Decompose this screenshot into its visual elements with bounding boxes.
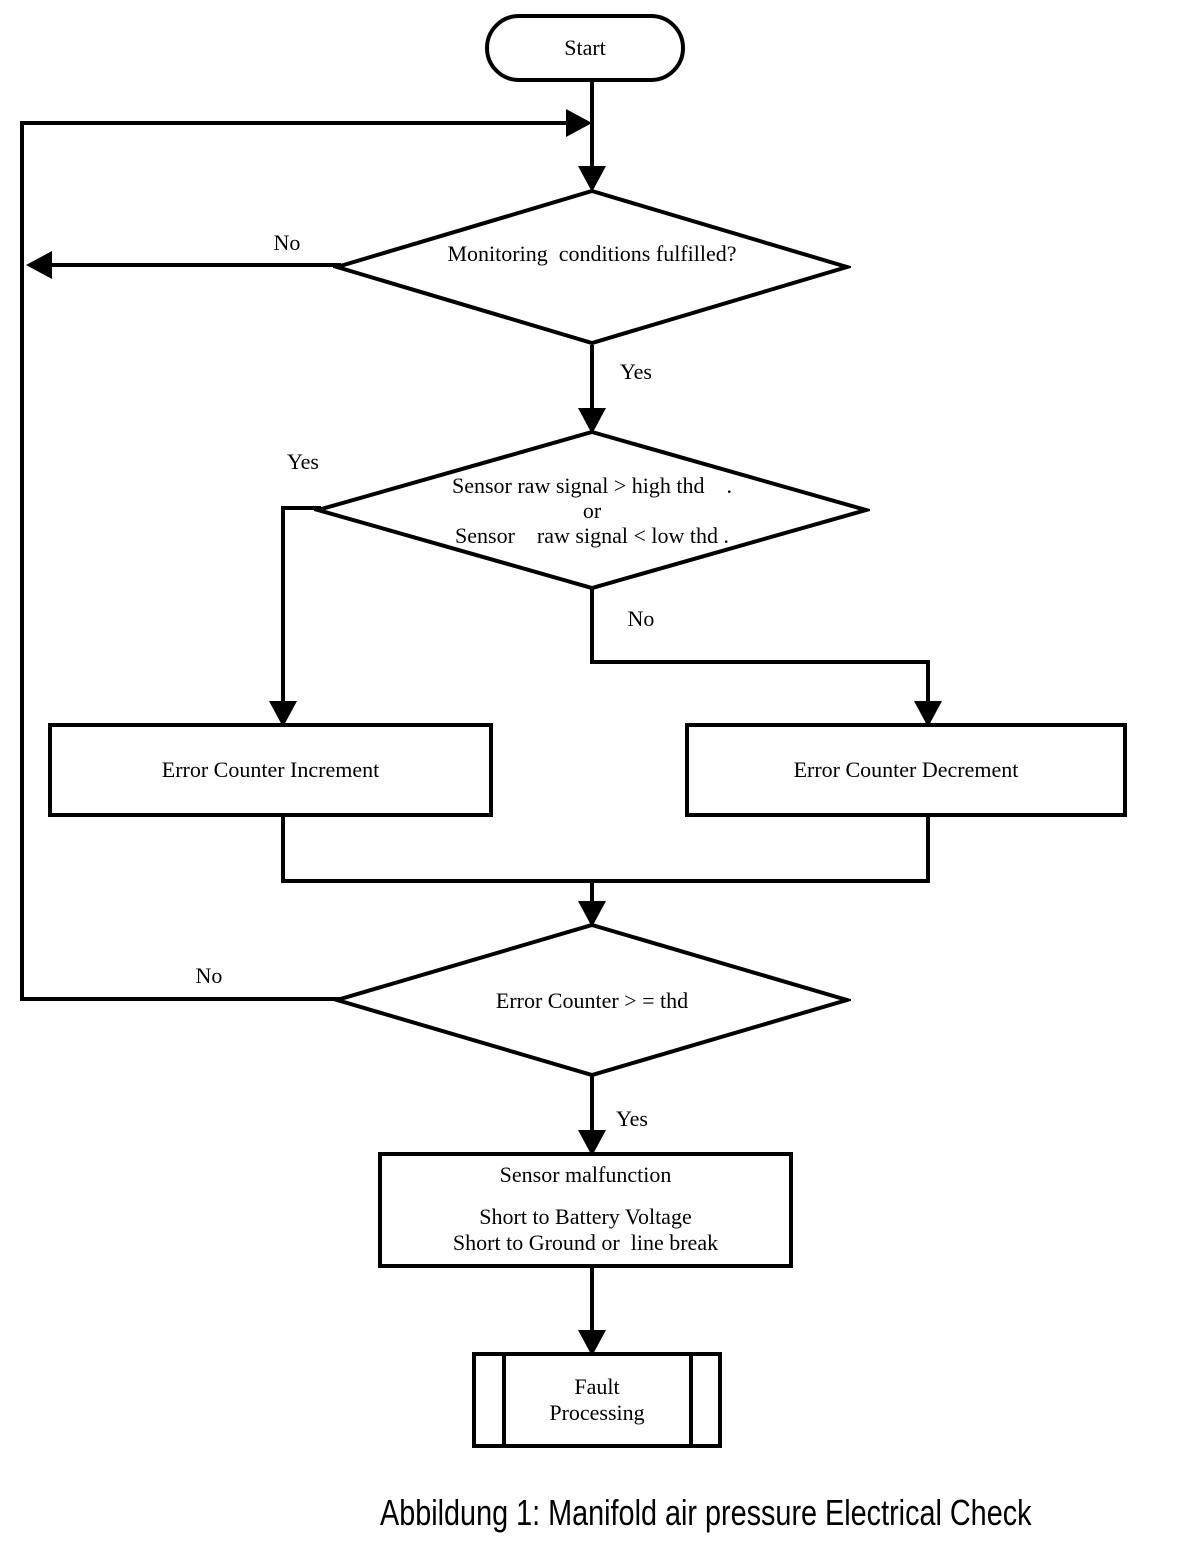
connector-start-to-monitoring (590, 82, 594, 168)
decision-signal-label: Sensor raw signal > high thd . or Sensor… (314, 428, 870, 592)
decision-signal-diamond (314, 429, 870, 591)
sensor-malfunction-line2: Short to Battery Voltage (479, 1204, 692, 1229)
arrowhead-down-icon (578, 901, 606, 927)
connector-monitoring-no (48, 263, 341, 267)
start-label: Start (564, 35, 606, 60)
connector-signal-no-h (590, 660, 930, 664)
connector-signal-no-v1 (590, 588, 594, 664)
connector-counter-yes (590, 1075, 594, 1133)
start-node: Start (485, 14, 685, 82)
connector-malfunction-to-fault (590, 1268, 594, 1330)
decision-signal-line2: or (582, 497, 602, 523)
arrowhead-right-icon (566, 109, 592, 137)
arrowhead-down-icon (578, 1330, 606, 1356)
connector-merge-down (590, 879, 594, 903)
predefined-process-fault-processing: Fault Processing (472, 1352, 722, 1448)
connector-signal-yes-v (281, 506, 285, 705)
arrowhead-down-icon (578, 1130, 606, 1156)
process-error-counter-increment: Error Counter Increment (48, 723, 493, 817)
decision-error-counter-diamond (333, 922, 851, 1078)
connector-merge-left (281, 817, 285, 883)
process-sensor-malfunction: Sensor malfunction Short to Battery Volt… (378, 1152, 793, 1268)
arrowhead-down-icon (914, 701, 942, 727)
figure-caption: Abbildung 1: Manifold air pressure Elect… (380, 1492, 1032, 1533)
predefined-process-right-bar (689, 1356, 693, 1444)
edge-label-monitoring-yes: Yes (619, 359, 652, 384)
arrowhead-left-icon (26, 251, 52, 279)
fault-processing-line1: Fault (574, 1374, 620, 1399)
decision-signal-line3: Sensor raw signal < low thd . (455, 522, 729, 548)
process-error-counter-decrement-label: Error Counter Decrement (793, 757, 1019, 782)
decision-signal-line1: Sensor raw signal > high thd . (451, 472, 733, 498)
arrowhead-down-icon (578, 166, 606, 192)
decision-monitoring-diamond (333, 188, 851, 346)
connector-monitoring-yes (590, 345, 594, 410)
connector-merge-right (926, 817, 930, 883)
decision-monitoring-label: Monitoring conditions fulfilled? (447, 240, 737, 266)
edge-label-monitoring-no: No (273, 230, 301, 255)
process-error-counter-decrement: Error Counter Decrement (685, 723, 1127, 817)
connector-signal-yes-h (281, 506, 321, 510)
fault-processing-line2: Processing (549, 1400, 645, 1425)
predefined-process-left-bar (502, 1356, 506, 1444)
sensor-malfunction-line1: Sensor malfunction (499, 1162, 672, 1187)
edge-label-signal-no: No (627, 606, 655, 631)
connector-merge-horizontal (281, 879, 930, 883)
arrowhead-down-icon (578, 408, 606, 434)
arrowhead-down-icon (269, 701, 297, 727)
connector-signal-no-v2 (926, 660, 930, 705)
connector-feedback-top (20, 121, 566, 125)
edge-label-signal-yes: Yes (286, 449, 319, 474)
connector-feedback-left (20, 121, 24, 1001)
edge-label-counter-no: No (195, 963, 223, 988)
decision-error-counter-label: Error Counter > = thd (495, 987, 689, 1013)
edge-label-counter-yes: Yes (615, 1106, 648, 1131)
process-error-counter-increment-label: Error Counter Increment (161, 757, 380, 782)
connector-counter-no (22, 997, 341, 1001)
sensor-malfunction-line3: Short to Ground or line break (452, 1230, 719, 1255)
